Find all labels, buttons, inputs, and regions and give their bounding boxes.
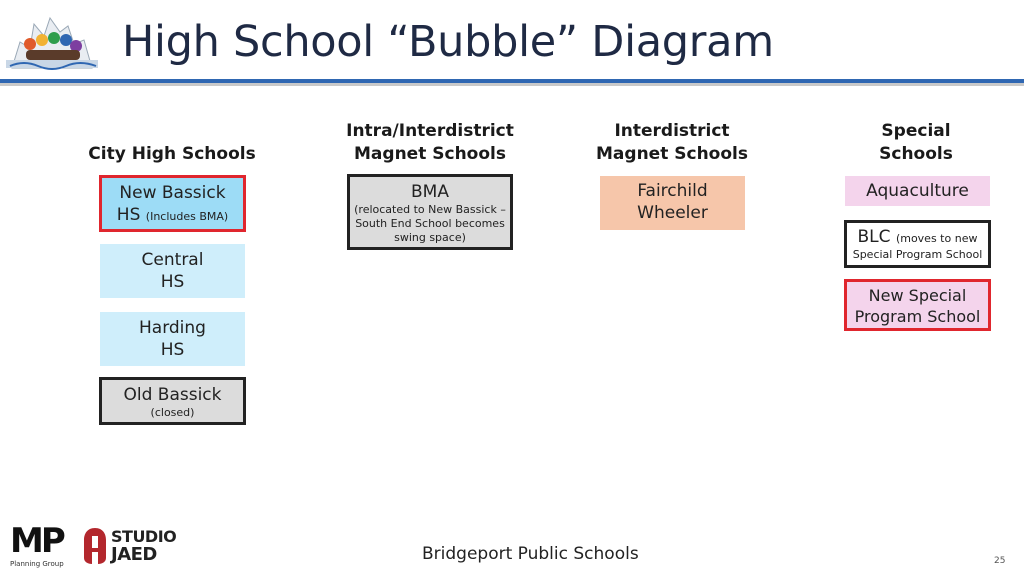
school-box-central: Central HS bbox=[100, 244, 245, 298]
school-box-old-bassick: Old Bassick (closed) bbox=[99, 377, 246, 425]
school-box-bma: BMA (relocated to New Bassick – South En… bbox=[347, 174, 513, 250]
school-box-new-bassick: New Bassick HS (Includes BMA) bbox=[99, 175, 246, 232]
page-number: 25 bbox=[994, 556, 1006, 566]
school-box-blc: BLC (moves to new Special Program School bbox=[844, 220, 991, 268]
mp-planning-group-logo: MP Planning Group bbox=[10, 521, 66, 568]
footer-organization: Bridgeport Public Schools bbox=[422, 544, 639, 564]
column-heading-special: Special Schools bbox=[879, 121, 953, 164]
school-box-fairchild-wheeler: Fairchild Wheeler bbox=[600, 176, 745, 230]
title-divider-blue bbox=[0, 79, 1024, 83]
studio-jaed-logo: STUDIO JAED bbox=[82, 526, 182, 568]
title-divider-gray bbox=[0, 83, 1024, 86]
school-box-new-special-program: New Special Program School bbox=[844, 279, 991, 331]
school-box-aquaculture: Aquaculture bbox=[845, 176, 990, 206]
column-heading-intra-interdistrict: Intra/Interdistrict Magnet Schools bbox=[346, 121, 514, 164]
column-heading-city: City High Schools bbox=[88, 144, 256, 164]
district-logo bbox=[4, 14, 100, 70]
column-heading-interdistrict: Interdistrict Magnet Schools bbox=[596, 121, 748, 164]
school-box-harding: Harding HS bbox=[100, 312, 245, 366]
page-title: High School “Bubble” Diagram bbox=[122, 17, 774, 67]
